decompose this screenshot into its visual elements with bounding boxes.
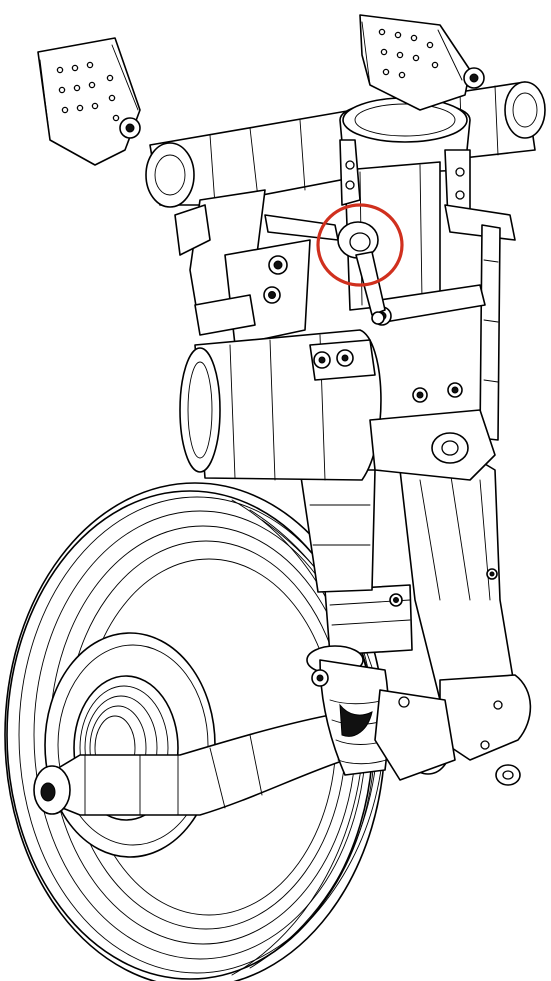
highlight-circle [316,203,404,287]
highlighted-joint [264,214,386,325]
lower-hardware [311,568,498,687]
drag-brace-left [174,189,311,346]
bracket-right [359,14,485,111]
wheel-hub [44,632,216,858]
bracket-left [37,37,141,166]
shock-body [179,329,496,481]
lower-strut [299,469,413,776]
fork-right [374,454,532,786]
